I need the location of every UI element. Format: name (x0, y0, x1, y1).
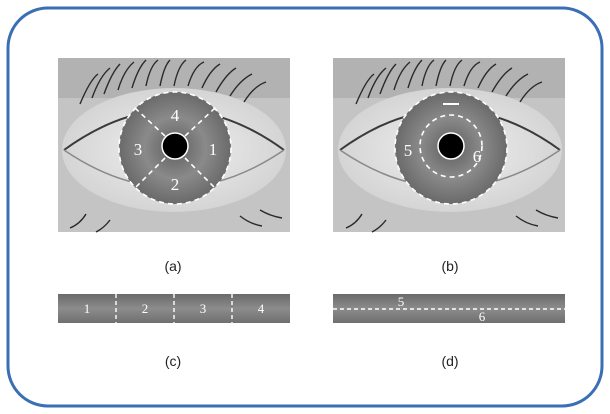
caption-a: (a) (164, 258, 181, 274)
strip-label-1: 1 (84, 301, 91, 316)
region-label-top: 4 (171, 106, 180, 125)
eyelashes (69, 59, 283, 233)
pupil (161, 132, 189, 160)
strip-label-3: 3 (200, 301, 207, 316)
strip-label-6: 6 (479, 309, 486, 324)
strip-label-4: 4 (258, 301, 265, 316)
region-label-bottom: 2 (171, 175, 180, 194)
caption-b: (b) (441, 258, 458, 274)
region-label-outer-ring: 5 (404, 141, 413, 160)
region-label-right: 1 (209, 140, 218, 159)
eye-photo-a: 4 3 1 2 (58, 58, 290, 233)
iris-ring-overlay (394, 91, 508, 205)
normalized-strip-d: 5 6 (333, 294, 565, 324)
strip-dividers (115, 294, 233, 323)
pupil (437, 132, 465, 160)
strip-label-2: 2 (142, 301, 149, 316)
eye-photo-b: 5 6 (333, 58, 565, 233)
iris-quadrant-overlay (118, 91, 232, 205)
caption-c: (c) (165, 353, 181, 369)
eyelashes (345, 59, 559, 233)
region-label-inner-ring: 6 (473, 147, 482, 166)
caption-d: (d) (441, 353, 458, 369)
normalized-strip-c: 1 2 3 4 (58, 294, 290, 323)
region-label-left: 3 (134, 140, 143, 159)
strip-label-5: 5 (398, 294, 405, 309)
